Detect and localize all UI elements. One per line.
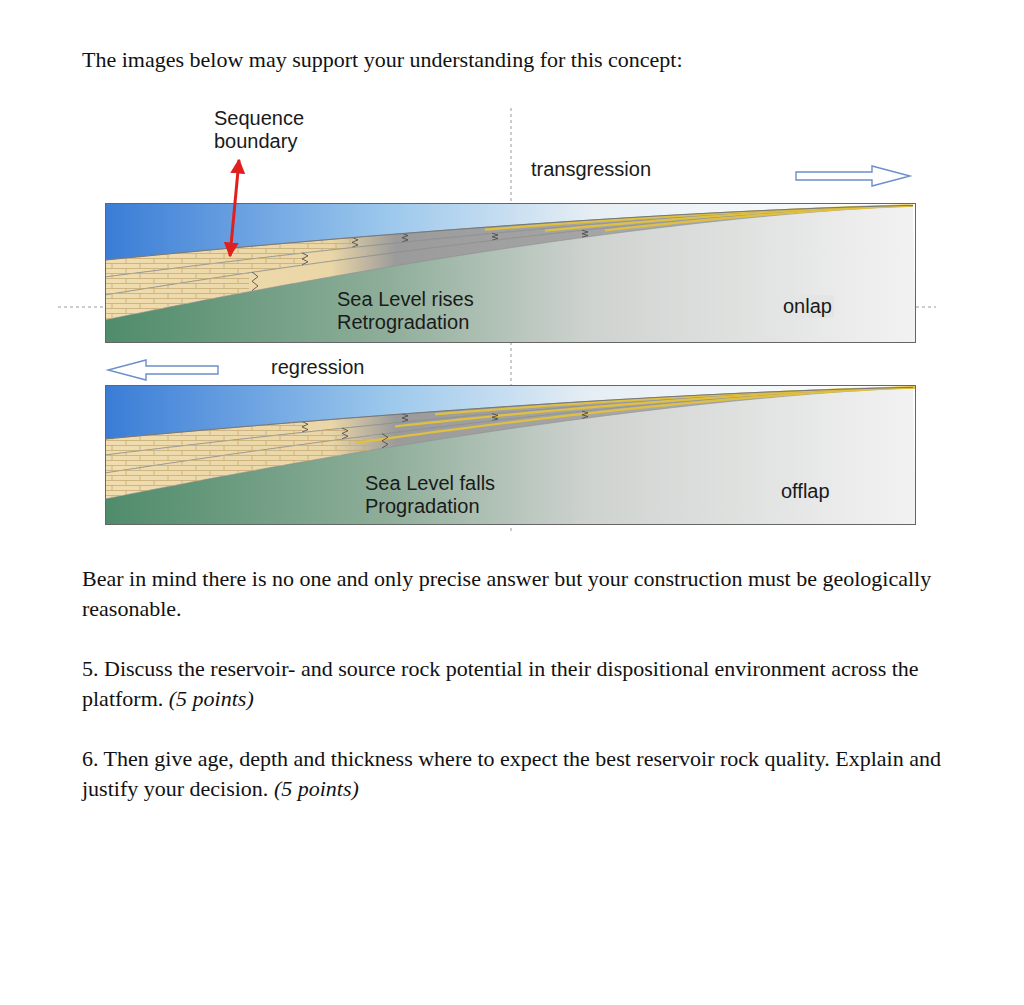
facies-change — [582, 411, 588, 418]
facies-change — [492, 233, 498, 240]
sea-water — [105, 203, 916, 343]
facies-change — [342, 428, 348, 439]
cross-section-drawing — [105, 203, 916, 343]
facies-change — [402, 233, 408, 242]
cross-section-panel: Sea Level falls Progradation offlap — [105, 385, 916, 525]
facies-change — [582, 230, 588, 237]
stratal-label: onlap — [781, 295, 834, 318]
panel-border — [106, 204, 916, 343]
sequence-boundary-label: Sequence boundary — [214, 107, 349, 153]
sediment-layer — [105, 206, 913, 320]
facies-change — [382, 434, 388, 448]
facies-change — [352, 237, 358, 247]
facies-change — [402, 414, 408, 422]
regression-arrow — [108, 360, 218, 380]
sea-floor — [105, 205, 913, 260]
cross-section-panel: Sea Level rises Retrogradation onlap — [105, 203, 916, 343]
panel-border — [106, 386, 916, 525]
transgression-arrow — [796, 166, 910, 186]
sand-body — [605, 206, 909, 231]
facies-change — [252, 272, 258, 291]
sea-water — [105, 385, 916, 525]
sand-body — [355, 388, 915, 443]
facies-change — [492, 414, 498, 421]
intro-text: The images below may support your unders… — [82, 45, 982, 75]
process-label: Sea Level falls Progradation — [365, 472, 540, 518]
facies-change — [302, 422, 308, 433]
cross-section-drawing — [105, 385, 916, 525]
question-text: 5. Discuss the reservoir- and source roc… — [82, 654, 967, 714]
limestone-pattern — [105, 434, 385, 499]
regression-label: regression — [271, 356, 471, 379]
question-text: 6. Then give age, depth and thickness wh… — [82, 744, 967, 804]
limestone-pattern — [105, 273, 249, 320]
basement — [105, 206, 916, 343]
sand-body — [545, 206, 913, 231]
facies-change — [302, 253, 308, 265]
stratal-label: offlap — [781, 480, 830, 503]
transgression-label: transgression — [531, 158, 761, 181]
sea-floor — [105, 387, 913, 439]
process-label: Sea Level rises Retrogradation — [337, 288, 512, 334]
note-text: Bear in mind there is no one and only pr… — [82, 564, 967, 624]
sequence-boundary-arrow — [230, 160, 239, 256]
basement — [105, 388, 916, 525]
